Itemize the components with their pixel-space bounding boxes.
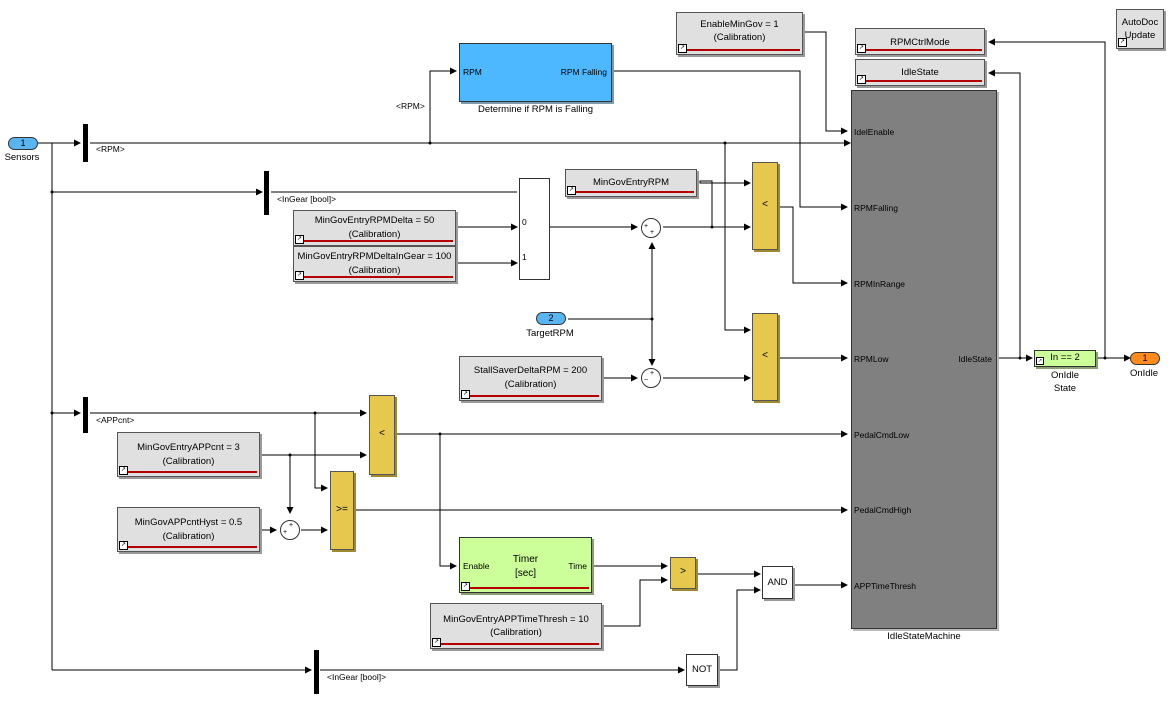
link-icon: ↗ <box>461 390 470 399</box>
timer-title-line1: Timer <box>512 554 539 565</box>
state-machine-input-pedal-cmd-low: PedalCmdLow <box>854 430 910 440</box>
rpm-in-range-compare[interactable]: < <box>752 162 778 250</box>
on-idle-outport[interactable]: 1 <box>1130 352 1160 365</box>
min-gov-entry-rpm-delta-calibration[interactable]: MinGovEntryRPMDelta = 50 (Calibration) ↗ <box>293 210 456 246</box>
min-gov-entry-rpm-store[interactable]: MinGovEntryRPM ↗ <box>565 169 697 197</box>
min-gov-app-cnt-hyst-calibration[interactable]: MinGovAPPcntHyst = 0.5 (Calibration) ↗ <box>117 507 260 552</box>
state-machine-input-pedal-cmd-high: PedalCmdHigh <box>854 505 912 515</box>
stall-saver-delta-rpm-line2: (Calibration) <box>504 379 557 390</box>
state-machine-input-rpm-falling: RPMFalling <box>854 203 898 213</box>
min-gov-entry-app-time-thresh-line2: (Calibration) <box>490 627 542 638</box>
link-icon: ↗ <box>461 582 470 591</box>
link-icon: ↗ <box>119 541 128 550</box>
rpm-falling-subsystem[interactable]: RPM RPM Falling <box>459 43 612 102</box>
timer-thresh-compare[interactable]: > <box>670 557 696 589</box>
link-icon: ↗ <box>678 44 687 53</box>
in-gear-not-signal-label: <InGear [bool]> <box>327 672 387 682</box>
state-machine-input-idel-enable: IdelEnable <box>854 127 895 137</box>
rpm-falling-out-port: RPM Falling <box>560 67 607 77</box>
and-block[interactable]: AND <box>762 566 793 599</box>
state-machine-input-rpm-in-range: RPMInRange <box>854 279 906 289</box>
state-machine-output-idle-state: IdleState <box>958 354 992 364</box>
stall-saver-delta-rpm-calibration[interactable]: StallSaverDeltaRPM = 200 (Calibration) ↗ <box>459 356 602 401</box>
link-icon: ↗ <box>295 271 304 280</box>
min-gov-entry-rpm-delta-line1: MinGovEntryRPMDelta = 50 <box>314 215 435 226</box>
link-icon: ↗ <box>1036 357 1044 365</box>
in-gear-not-bus-selector[interactable] <box>314 650 319 694</box>
rpm-signal-label: <RPM> <box>96 144 125 154</box>
rpm-falling-in-port: RPM <box>463 67 482 77</box>
stall-sum-block[interactable]: +− <box>641 368 661 388</box>
idle-state-store-label: IdleState <box>901 67 939 78</box>
app-low-compare[interactable]: < <box>369 395 395 475</box>
rpm-sum-block[interactable]: ++ <box>641 218 661 238</box>
min-gov-entry-app-cnt-calibration[interactable]: MinGovEntryAPPcnt = 3 (Calibration) ↗ <box>117 432 260 477</box>
sensors-inport-label: Sensors <box>4 152 40 163</box>
rpm-bus-selector[interactable] <box>83 124 88 162</box>
min-gov-entry-app-time-thresh-calibration[interactable]: MinGovEntryAPPTimeThresh = 10 (Calibrati… <box>430 603 602 649</box>
app-cnt-signal-label: <APPcnt> <box>96 415 135 425</box>
min-gov-entry-rpm-delta-line2: (Calibration) <box>348 229 401 240</box>
rpm-upper-signal-label: <RPM> <box>396 101 425 111</box>
not-block[interactable]: NOT <box>686 654 718 686</box>
sensors-inport[interactable]: 1 <box>8 137 38 150</box>
timer-enable-port: Enable <box>463 561 490 571</box>
autodoc-line2: Update <box>1124 30 1156 41</box>
link-icon: ↗ <box>295 235 304 244</box>
switch-port-1: 1 <box>522 252 527 262</box>
min-gov-entry-app-cnt-line1: MinGovEntryAPPcnt = 3 <box>137 442 240 453</box>
in-gear-bus-selector[interactable] <box>264 171 269 215</box>
min-gov-app-cnt-hyst-line1: MinGovAPPcntHyst = 0.5 <box>134 517 243 528</box>
enable-min-gov-line2: (Calibration) <box>713 32 766 43</box>
rpm-low-compare[interactable]: < <box>752 313 778 401</box>
enable-min-gov-calibration[interactable]: EnableMinGov = 1 (Calibration) ↗ <box>676 12 803 55</box>
link-icon: ↗ <box>1118 38 1127 47</box>
rpm-ctrl-mode-label: RPMCtrlMode <box>890 37 950 48</box>
app-cnt-bus-selector[interactable] <box>83 397 88 433</box>
stall-saver-delta-rpm-line1: StallSaverDeltaRPM = 200 <box>473 365 588 376</box>
in-gear-signal-label: <InGear [bool]> <box>277 194 337 204</box>
in-gear-switch[interactable]: 0 1 <box>519 178 550 280</box>
timer-subsystem[interactable]: Enable Timer [sec] Time ↗ <box>459 537 592 593</box>
on-idle-state-compare[interactable]: In == 2 ↗ <box>1034 350 1096 367</box>
link-icon: ↗ <box>567 186 576 195</box>
target-rpm-inport-label: TargetRPM <box>526 328 574 339</box>
min-gov-entry-rpm-delta-in-gear-calibration[interactable]: MinGovEntryRPMDeltaInGear = 100 (Calibra… <box>293 246 456 282</box>
min-gov-entry-app-cnt-line2: (Calibration) <box>162 456 215 467</box>
timer-time-port: Time <box>568 561 587 571</box>
rpm-ctrl-mode-store[interactable]: RPMCtrlMode ↗ <box>855 28 985 55</box>
link-icon: ↗ <box>119 466 128 475</box>
idle-state-store[interactable]: IdleState ↗ <box>855 59 985 86</box>
switch-port-0: 0 <box>522 217 527 227</box>
on-idle-state-caption-line2: State <box>1053 383 1077 394</box>
link-icon: ↗ <box>857 44 866 53</box>
link-icon: ↗ <box>432 638 441 647</box>
app-high-compare[interactable]: >= <box>330 471 354 550</box>
hyst-sum-block[interactable]: ++ <box>280 520 300 540</box>
min-gov-entry-rpm-delta-in-gear-line1: MinGovEntryRPMDeltaInGear = 100 <box>297 251 452 262</box>
enable-min-gov-line1: EnableMinGov = 1 <box>700 19 779 30</box>
idle-state-machine[interactable]: IdelEnable RPMFalling RPMInRange RPMLow … <box>851 90 997 629</box>
on-idle-state-compare-text: In == 2 <box>1050 352 1080 363</box>
min-gov-entry-app-time-thresh-line1: MinGovEntryAPPTimeThresh = 10 <box>443 614 589 625</box>
idle-state-machine-caption: IdleStateMachine <box>887 631 961 642</box>
state-machine-input-rpm-low: RPMLow <box>854 354 889 364</box>
min-gov-entry-rpm-label: MinGovEntryRPM <box>592 177 669 188</box>
state-machine-input-app-time-thresh: APPTimeThresh <box>854 581 917 591</box>
on-idle-state-caption-line1: OnIdle <box>1051 370 1079 381</box>
target-rpm-inport[interactable]: 2 <box>536 312 566 325</box>
timer-title-line2: [sec] <box>514 568 537 579</box>
autodoc-update-block[interactable]: AutoDoc Update ↗ <box>1116 9 1164 49</box>
rpm-falling-caption: Determine if RPM is Falling <box>477 104 594 115</box>
min-gov-entry-rpm-delta-in-gear-line2: (Calibration) <box>348 265 401 276</box>
on-idle-outport-label: OnIdle <box>1130 368 1158 379</box>
min-gov-app-cnt-hyst-line2: (Calibration) <box>162 531 215 542</box>
link-icon: ↗ <box>857 75 866 84</box>
autodoc-line1: AutoDoc <box>1121 17 1159 28</box>
